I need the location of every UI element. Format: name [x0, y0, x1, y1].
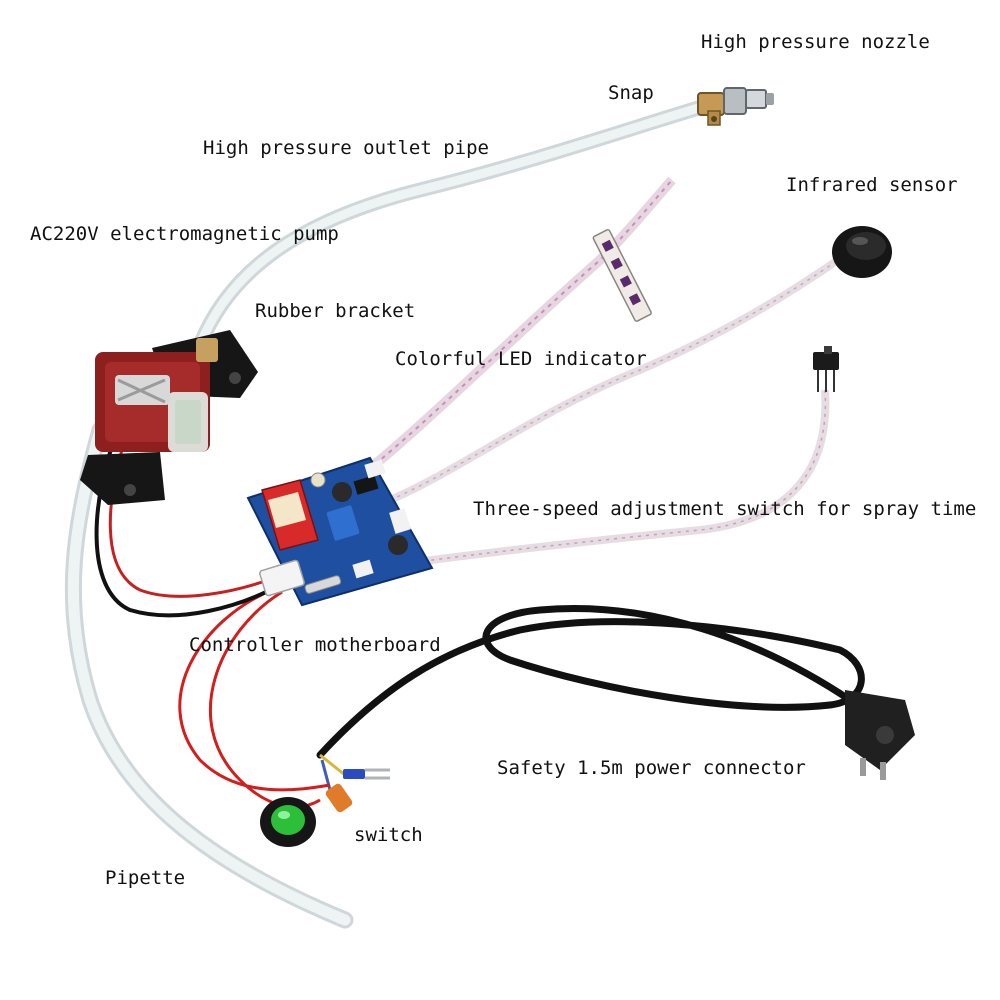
infrared-sensor	[832, 226, 892, 278]
label-power-connector: Safety 1.5m power connector	[497, 757, 806, 779]
power-plug	[845, 690, 915, 780]
label-led-indicator: Colorful LED indicator	[395, 348, 647, 370]
label-controller-motherboard: Controller motherboard	[189, 634, 441, 656]
label-rubber-bracket: Rubber bracket	[255, 300, 416, 322]
wire-nut	[325, 783, 353, 813]
power-cable	[316, 604, 865, 759]
snap-clamp	[697, 92, 725, 126]
label-high-pressure-outlet-pipe: High pressure outlet pipe	[203, 137, 489, 159]
spade-terminal	[343, 768, 390, 780]
sensor-cable	[388, 256, 841, 504]
label-snap: Snap	[608, 82, 654, 104]
label-high-pressure-nozzle: High pressure nozzle	[701, 31, 930, 53]
rubber-bracket-bottom	[80, 452, 165, 505]
red-wire-1	[178, 588, 331, 792]
red-wire-2	[208, 590, 321, 809]
led-strip	[592, 228, 652, 322]
label-infrared-sensor: Infrared sensor	[786, 174, 958, 196]
nozzle	[723, 87, 774, 115]
rocker-switch	[260, 797, 316, 847]
label-switch: switch	[354, 824, 423, 846]
label-three-speed-switch: Three-speed adjustment switch for spray …	[473, 498, 977, 520]
three-speed-switch	[813, 346, 839, 392]
label-pipette: Pipette	[105, 867, 186, 889]
electromagnetic-pump	[95, 338, 218, 452]
controller-board	[246, 456, 434, 607]
label-electromagnetic-pump: AC220V electromagnetic pump	[30, 223, 339, 245]
